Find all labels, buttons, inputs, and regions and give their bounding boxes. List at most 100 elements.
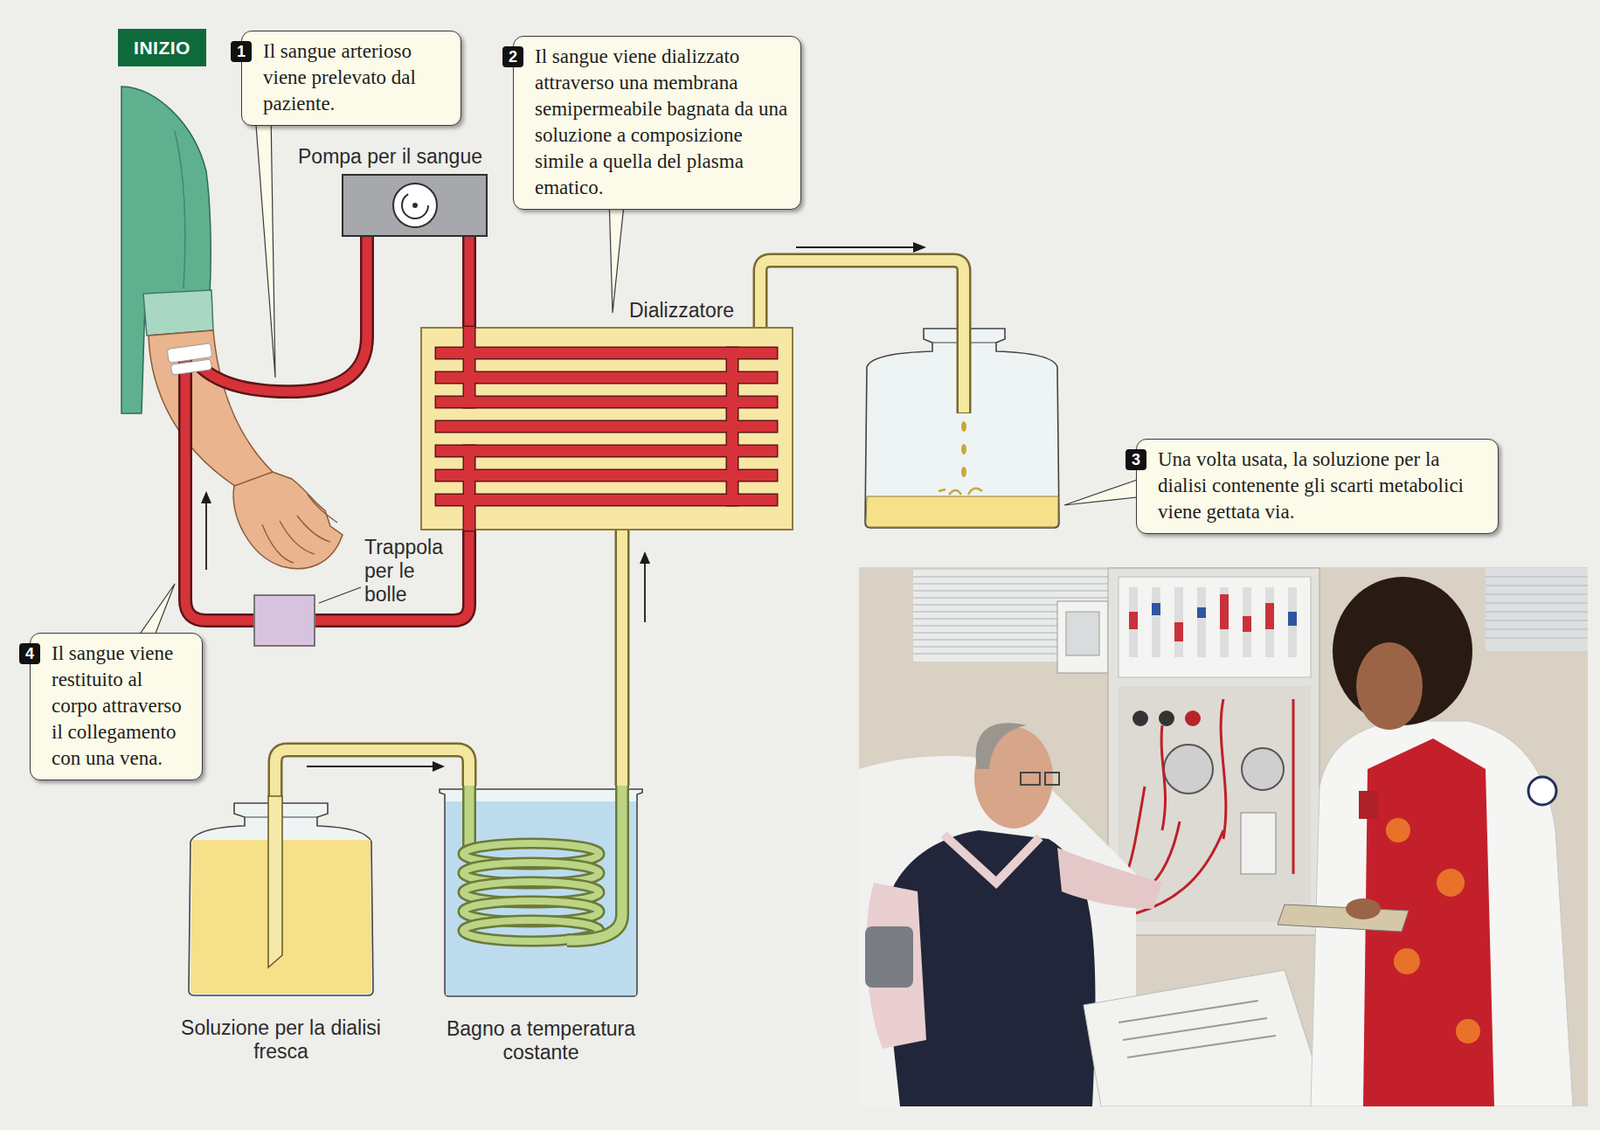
start-label: INIZIO <box>133 37 191 59</box>
tube-connector <box>622 530 651 786</box>
photo <box>1151 587 1161 658</box>
photo <box>1129 587 1138 658</box>
arrow-line <box>644 561 646 623</box>
photo <box>1277 904 1409 932</box>
pump-box-outline <box>393 183 437 228</box>
photo <box>976 722 1027 769</box>
arm-tubes <box>166 236 368 621</box>
photo <box>1132 710 1149 727</box>
arrow-head <box>639 551 651 564</box>
photo <box>1242 587 1252 658</box>
dialyzer-box-outline <box>436 445 777 457</box>
photo <box>1057 847 1163 909</box>
photo <box>1288 587 1297 658</box>
dialyzer-box-outline <box>464 326 475 408</box>
arm-tubes <box>185 349 254 621</box>
flow-arrow <box>796 242 927 253</box>
photo <box>1393 948 1420 975</box>
photo <box>1118 1000 1276 1058</box>
photo <box>1485 567 1588 652</box>
photo <box>913 569 1110 662</box>
patient-arm <box>174 131 186 289</box>
callout-tail <box>255 113 276 378</box>
part-label: Bagno a temperatura costante <box>431 1017 651 1065</box>
photo <box>1129 611 1138 630</box>
dialyzer-box-outline <box>436 470 777 481</box>
dialyzer-box: Dializzatore <box>420 326 794 531</box>
photo <box>865 926 914 988</box>
flow-arrow <box>913 242 927 253</box>
photo <box>1345 898 1381 920</box>
callout-tail <box>1064 477 1145 506</box>
tube-connector <box>315 530 470 621</box>
photo <box>1118 576 1311 678</box>
photo <box>1219 587 1229 658</box>
callout-box: 2Il sangue viene dializzato attraverso u… <box>512 35 802 210</box>
dialyzer-box-outline <box>436 347 777 359</box>
photo <box>858 567 1588 1107</box>
pump-box-outline <box>401 192 429 219</box>
callout-number: 4 <box>19 643 41 665</box>
photo <box>1356 642 1423 730</box>
callout-number: 1 <box>230 41 252 63</box>
photo <box>1240 812 1276 874</box>
arm-tubes <box>185 349 254 621</box>
dialyzer-box-outline <box>436 470 777 481</box>
flow-arrow <box>796 246 915 249</box>
callout-tail <box>609 196 625 313</box>
photo <box>1485 576 1588 638</box>
dialyzer-box-outline <box>436 347 777 359</box>
photo <box>1151 602 1161 616</box>
water-bath: Bagno a temperatura costante <box>436 785 646 998</box>
dialyzer-box-outline <box>436 494 777 506</box>
callout-number: 3 <box>1125 449 1147 471</box>
callout-text: Una volta usata, la soluzione per la dia… <box>1157 446 1486 526</box>
patient-arm <box>148 330 273 488</box>
flow-arrow <box>205 501 208 570</box>
waste-tube <box>961 443 967 455</box>
photo <box>1265 587 1275 658</box>
dialyzer-box-outline <box>436 396 777 408</box>
tube-connector <box>469 236 471 327</box>
photo <box>1265 602 1275 630</box>
solution-jar: Soluzione per la dialisi fresca <box>186 796 376 998</box>
photo <box>1219 594 1229 630</box>
tube-outline <box>462 236 477 327</box>
bubble-trap-outline <box>253 594 316 647</box>
photo <box>1174 622 1184 642</box>
photo <box>943 834 1040 883</box>
photo <box>1129 587 1297 658</box>
photo <box>1310 720 1573 1107</box>
photo <box>1288 611 1297 626</box>
part-label: Dializzatore <box>629 298 735 323</box>
callout-box: 1Il sangue arterioso viene prelevato dal… <box>241 30 462 126</box>
dialyzer-box-outline <box>436 445 777 457</box>
photo <box>1436 868 1465 897</box>
arm-tubes <box>200 236 368 392</box>
pump-box-outline <box>342 174 487 236</box>
pump-box-outline <box>412 202 418 208</box>
bubble-trap: Trappola per le bolle <box>253 594 316 647</box>
waste-tube <box>961 466 967 478</box>
tube-fill <box>616 530 628 786</box>
photo <box>1455 1018 1481 1044</box>
waste-tube <box>938 488 983 495</box>
arrow-head <box>432 761 445 772</box>
photo <box>1184 710 1201 727</box>
callout-number: 2 <box>502 46 524 68</box>
photo <box>1241 748 1284 790</box>
photo <box>1197 607 1206 618</box>
dialyzer-box-outline <box>420 326 794 531</box>
dialyzer-box-outline <box>436 396 777 408</box>
tube-fill <box>464 236 475 327</box>
callout-box: 4Il sangue viene restituito al corpo att… <box>29 632 203 781</box>
dialyzer-box-outline <box>727 347 738 506</box>
waste-tube <box>961 421 967 432</box>
photo <box>1174 587 1184 658</box>
waste-jar <box>865 496 1059 527</box>
callout-text: Il sangue arterioso viene prelevato dal … <box>263 38 449 118</box>
tube-fill <box>315 530 470 621</box>
arm-tubes <box>200 236 368 392</box>
water-bath-outline <box>464 785 475 849</box>
